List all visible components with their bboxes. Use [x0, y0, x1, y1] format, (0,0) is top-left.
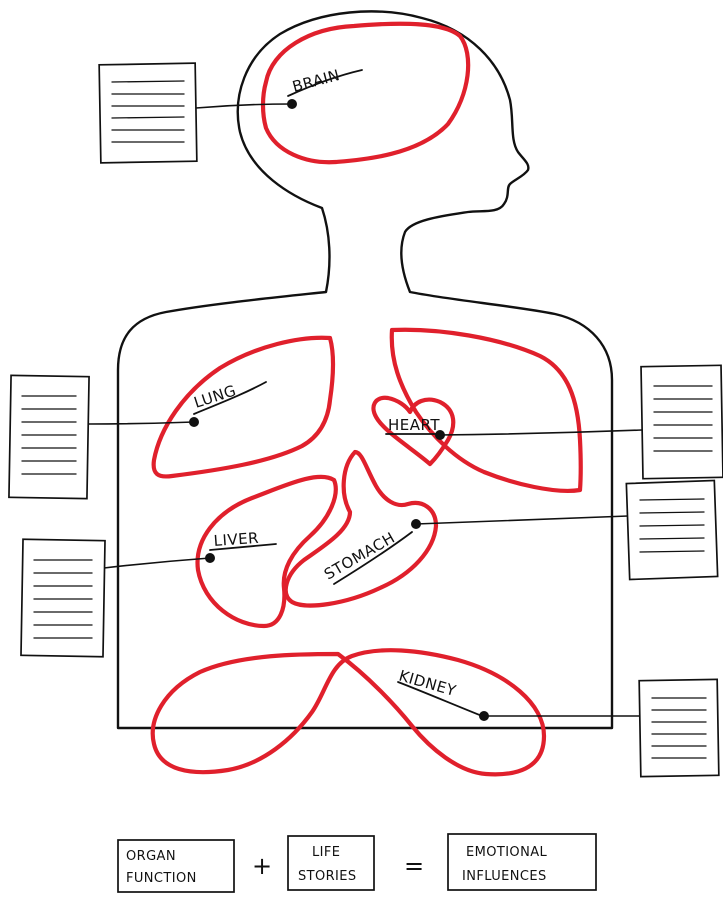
emotional-influences-line2: INFLUENCES	[462, 869, 547, 884]
life-stories-line2: STORIES	[298, 869, 357, 884]
kidney-label: KIDNEY	[397, 667, 459, 701]
organ-function-box: ORGAN FUNCTION	[118, 840, 234, 892]
lung-point	[189, 417, 199, 427]
heart-point	[435, 430, 445, 440]
kidney-point	[479, 711, 489, 721]
stomach-note-card	[626, 480, 717, 579]
heart-note-card	[641, 365, 723, 478]
liver-point	[205, 553, 215, 563]
lung-left-outline	[154, 338, 333, 477]
lung-right-outline	[392, 330, 581, 491]
organ-function-line2: FUNCTION	[126, 871, 197, 886]
brain-connector	[196, 104, 292, 108]
brain-label: BRAIN	[290, 66, 342, 96]
liver-label: LIVER	[213, 529, 260, 550]
life-stories-line1: LIFE	[312, 845, 340, 860]
lung-note-card	[9, 375, 89, 498]
brain-point	[287, 99, 297, 109]
brain-note-card	[99, 63, 197, 163]
stomach-outline	[286, 452, 436, 606]
stomach-connector	[416, 516, 628, 524]
liver-connector	[104, 558, 210, 568]
equation: ORGAN FUNCTION + LIFE STORIES = EMOTIONA…	[118, 834, 596, 892]
plus-operator: +	[252, 852, 272, 880]
lung-connector	[88, 422, 194, 424]
equals-operator: =	[404, 852, 424, 880]
emotional-influences-line1: EMOTIONAL	[466, 845, 547, 860]
life-stories-box: LIFE STORIES	[288, 836, 374, 890]
emotional-influences-box: EMOTIONAL INFLUENCES	[448, 834, 596, 890]
heart-label: HEART	[388, 416, 440, 434]
kidney-note-card	[639, 679, 719, 776]
organ-function-line1: ORGAN	[126, 849, 176, 864]
liver-note-card	[21, 539, 105, 656]
stomach-point	[411, 519, 421, 529]
